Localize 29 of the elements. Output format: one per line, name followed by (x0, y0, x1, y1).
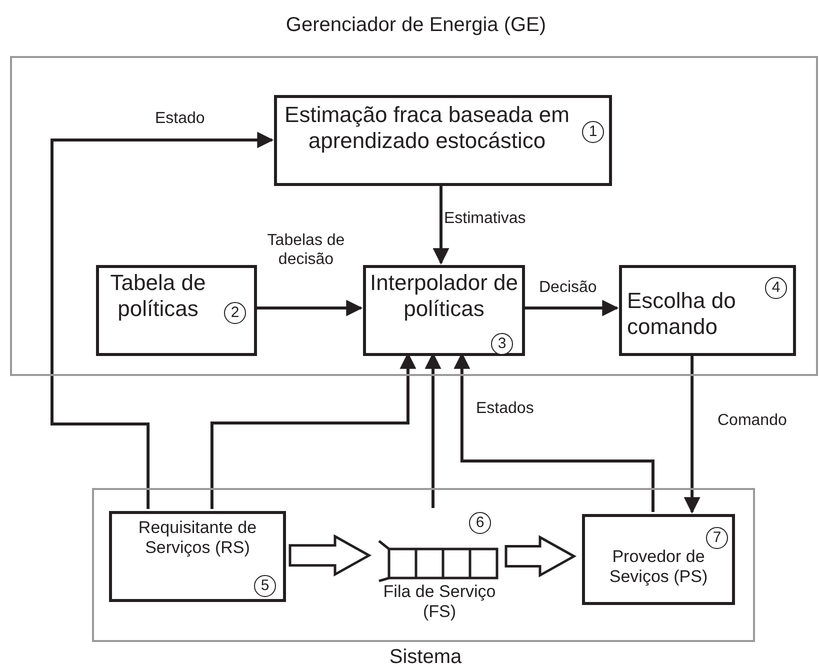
block-arrow (288, 534, 372, 577)
block-arrow (504, 535, 577, 578)
arrow (50, 132, 274, 509)
step-number: 7 (706, 527, 728, 549)
process-box (109, 511, 286, 602)
process-box (582, 514, 735, 605)
step-number: 5 (254, 575, 276, 597)
arrow (523, 300, 619, 316)
box-label: Provedor de Seviços (PS) (608, 547, 709, 588)
box-label: Fila de Serviço (FS) (382, 582, 497, 623)
group-title: Sistema (388, 646, 463, 669)
box-label: Requisitante de Serviços (RS) (137, 518, 258, 559)
step-number: 6 (469, 512, 491, 534)
arrow (684, 354, 700, 514)
step-number: 3 (491, 333, 513, 355)
box-label: Tabela de políticas (109, 270, 207, 323)
box-label: Interpolador de políticas (369, 270, 519, 323)
arrow (255, 300, 363, 316)
box-label: Escolha do comando (627, 288, 737, 341)
process-box (96, 265, 257, 356)
box-label: Estimação fraca baseada em aprendizado estocástico (284, 102, 570, 155)
process-box (274, 95, 612, 186)
step-number: 4 (765, 277, 787, 299)
step-number: 2 (224, 302, 246, 324)
step-number: 1 (582, 121, 604, 143)
process-box (619, 265, 796, 356)
process-box (363, 265, 525, 356)
group-title: Gerenciador de Energia (GE) (284, 14, 548, 37)
arrow (432, 184, 450, 265)
